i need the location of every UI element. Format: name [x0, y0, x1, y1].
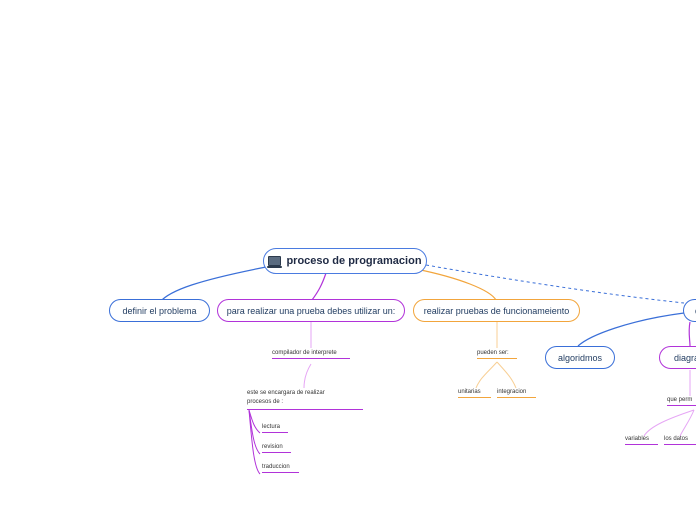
connector-right-algoritmos	[577, 312, 685, 347]
leaf-encargara-label: este se encargara de realizar procesos d…	[247, 390, 325, 405]
node-algoritmos[interactable]: algoridmos	[545, 346, 615, 369]
leaf-encargara[interactable]: este se encargara de realizar procesos d…	[247, 389, 363, 410]
leaf-revision-label: revision	[262, 444, 283, 450]
connector-root-pruebas-func	[415, 268, 497, 301]
node-definir-label: definir el problema	[122, 305, 197, 316]
node-diagramas-label: diagra	[674, 352, 696, 363]
connector-queperm-variables	[643, 409, 695, 437]
connector-root-prueba	[311, 272, 327, 301]
leaf-unitarias-label: unitarias	[458, 389, 481, 395]
leaf-pueden-ser[interactable]: pueden ser:	[477, 350, 517, 359]
leaf-revision[interactable]: revision	[262, 444, 291, 453]
node-diagramas[interactable]: diagra	[659, 346, 696, 369]
leaf-compilador-label: compilador de interprete	[272, 350, 337, 356]
node-prueba-label: para realizar una prueba debes utilizar …	[226, 305, 396, 316]
node-algoritmos-label: algoridmos	[557, 352, 603, 363]
root-label: proceso de programacion	[286, 255, 422, 267]
root-node[interactable]: proceso de programacion	[263, 248, 427, 274]
node-definir-problema[interactable]: definir el problema	[109, 299, 210, 322]
connector-pueden-integracion	[496, 361, 517, 389]
node-pruebas-func-label: realizar pruebas de funcionameiento	[423, 305, 570, 316]
leaf-integracion[interactable]: integracion	[497, 389, 536, 398]
node-pruebas-funcionamiento[interactable]: realizar pruebas de funcionameiento	[413, 299, 580, 322]
connector-queperm-losdatos	[679, 409, 695, 437]
leaf-que-perm[interactable]: que perm	[667, 397, 696, 406]
leaf-los-datos[interactable]: los datos	[664, 436, 696, 445]
leaf-lectura[interactable]: lectura	[262, 424, 288, 433]
node-realizar-prueba[interactable]: para realizar una prueba debes utilizar …	[217, 299, 405, 322]
leaf-integracion-label: integracion	[497, 389, 527, 395]
leaf-que-perm-label: que perm	[667, 397, 693, 403]
connector-pueden-unitarias	[475, 361, 498, 389]
leaf-traduccion-label: traduccion	[262, 464, 290, 470]
connector-compilador-encargara	[303, 363, 312, 389]
leaf-unitarias[interactable]: unitarias	[458, 389, 491, 398]
connector-root-right-dashed	[425, 264, 685, 304]
leaf-compilador[interactable]: compilador de interprete	[272, 350, 350, 359]
connector-encargara-traduccion	[248, 409, 261, 475]
computer-icon	[267, 256, 283, 268]
connector-root-definir	[159, 266, 267, 303]
leaf-los-datos-label: los datos	[664, 436, 689, 442]
connector-right-diagramas	[688, 321, 691, 347]
leaf-pueden-ser-label: pueden ser:	[477, 350, 509, 356]
leaf-lectura-label: lectura	[262, 424, 281, 430]
leaf-variables[interactable]: variables	[625, 436, 658, 445]
leaf-traduccion[interactable]: traduccion	[262, 464, 299, 473]
leaf-variables-label: variables	[625, 436, 650, 442]
